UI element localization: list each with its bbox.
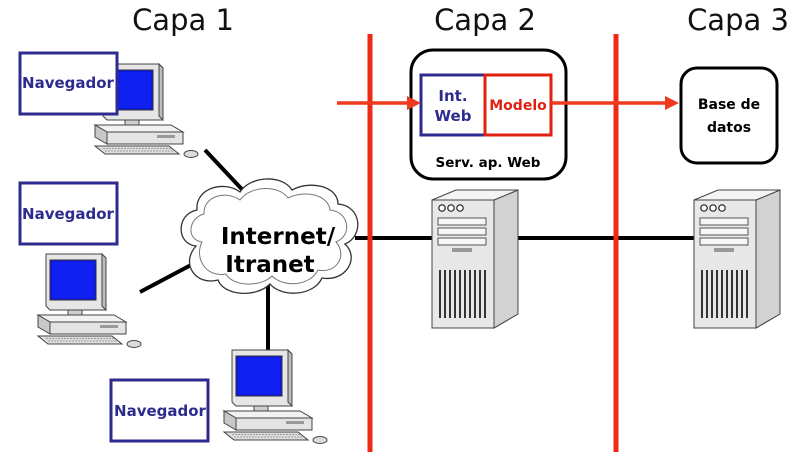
layer-1-title: Capa 1: [132, 3, 234, 37]
browser-label-2: Navegador: [22, 205, 115, 223]
layer-2-title: Capa 2: [434, 3, 536, 37]
browser-label-3: Navegador: [114, 402, 207, 420]
web-interface-line2: Web: [435, 107, 472, 125]
database-server-tower: [693, 189, 781, 329]
layer-3-title: Capa 3: [687, 3, 789, 37]
arrow-head-icon: [665, 96, 679, 110]
client-pc-2: [37, 253, 142, 348]
database-line2: datos: [707, 120, 751, 136]
web-server-caption: Serv. ap. Web: [436, 155, 541, 171]
database-line1: Base de: [698, 97, 760, 113]
model-box: [483, 73, 553, 137]
web-interface-box: [419, 73, 487, 137]
web-server-tower: [431, 189, 519, 329]
browser-box-2: Navegador: [18, 181, 119, 246]
network-label-line2: Itranet: [225, 252, 314, 278]
browser-box-1: Navegador: [18, 51, 119, 116]
model-label: Modelo: [489, 98, 547, 114]
web-app-server-box: Int. Web Modelo Serv. ap. Web: [409, 48, 568, 181]
internet-cloud: Internet/ Itranet: [180, 178, 359, 295]
database-box: Base de datos: [679, 66, 779, 165]
client-pc-3: [223, 349, 328, 444]
browser-box-3: Navegador: [109, 378, 210, 443]
arrow-head-icon: [407, 96, 421, 110]
flow-arrows: [337, 96, 679, 110]
network-label-line1: Internet/: [221, 224, 336, 250]
browser-label-1: Navegador: [22, 74, 115, 92]
web-interface-line1: Int.: [438, 87, 467, 105]
